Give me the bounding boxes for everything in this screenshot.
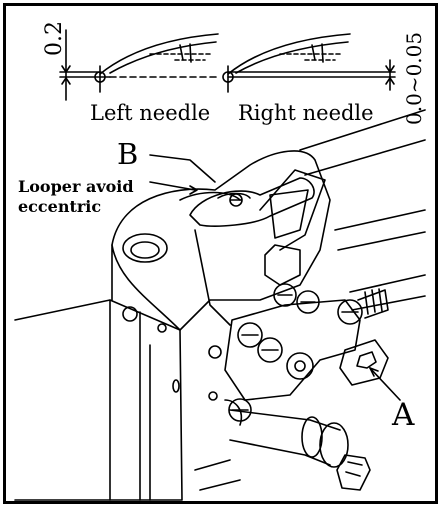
clamp-screw-4 <box>296 290 320 314</box>
callout-a: A <box>392 397 415 433</box>
right-needle-label: Right needle <box>238 101 374 125</box>
looper-blade-right <box>227 33 351 75</box>
dim-left-label: 0.2 <box>42 21 67 56</box>
dim-arrow-right-bottom <box>385 77 395 85</box>
housing-bore <box>122 233 168 263</box>
main-body <box>14 109 426 501</box>
looper-arm-frame <box>194 169 326 326</box>
lower-shaft <box>349 274 426 311</box>
clamp-screw-2 <box>257 337 283 363</box>
arm-block <box>264 244 301 286</box>
square-stud <box>336 454 371 491</box>
clamp-body <box>224 299 361 401</box>
looper-housing <box>111 150 331 331</box>
base-block <box>14 299 183 501</box>
base-slot <box>172 379 180 393</box>
left-needle-label: Left needle <box>90 101 211 125</box>
center-tick-left <box>179 43 192 63</box>
lower-collar <box>319 422 349 468</box>
dim-right-label: 0.0~0.05 <box>402 31 426 125</box>
base-hole-1 <box>122 306 138 322</box>
looper-avoid-eccentric <box>189 177 315 227</box>
clamp-screw-3 <box>273 283 297 307</box>
looper-blade-left <box>99 33 219 75</box>
looper-blade-right-inner <box>235 41 349 74</box>
figure-frame <box>3 3 438 504</box>
lower-screw <box>228 398 252 422</box>
screw-a-head <box>339 339 389 386</box>
center-tick-right <box>311 43 324 63</box>
lower-rod <box>229 409 341 466</box>
upper-shaft <box>299 109 426 176</box>
leader-b <box>149 154 216 183</box>
leader-a <box>369 367 401 401</box>
hex-socket-hole <box>286 352 314 380</box>
hidden-line-left <box>149 53 211 61</box>
dim-arrow-right-top <box>385 65 395 73</box>
middle-shaft <box>334 209 426 251</box>
top-clearance-detail <box>59 29 396 101</box>
arm-window <box>269 189 309 239</box>
dim-arrow-left-top <box>61 65 71 73</box>
clamp-screw-5 <box>337 299 363 325</box>
looper-blade-left-inner <box>109 41 217 74</box>
screw-a-thread <box>357 289 389 319</box>
eccentric-screw <box>229 193 243 207</box>
screw-a-hex-socket <box>356 351 377 369</box>
leader-looper <box>149 181 196 191</box>
eccentric-label: eccentric <box>18 197 102 216</box>
small-screw-left <box>208 345 222 359</box>
looper-avoid-label: Looper avoid <box>18 177 134 196</box>
dim-arrow-left-bottom <box>61 77 71 85</box>
base-hole-2 <box>157 323 167 333</box>
callout-b: B <box>117 137 139 171</box>
clamp-screw-1 <box>237 322 263 348</box>
hidden-line-right <box>279 53 341 61</box>
